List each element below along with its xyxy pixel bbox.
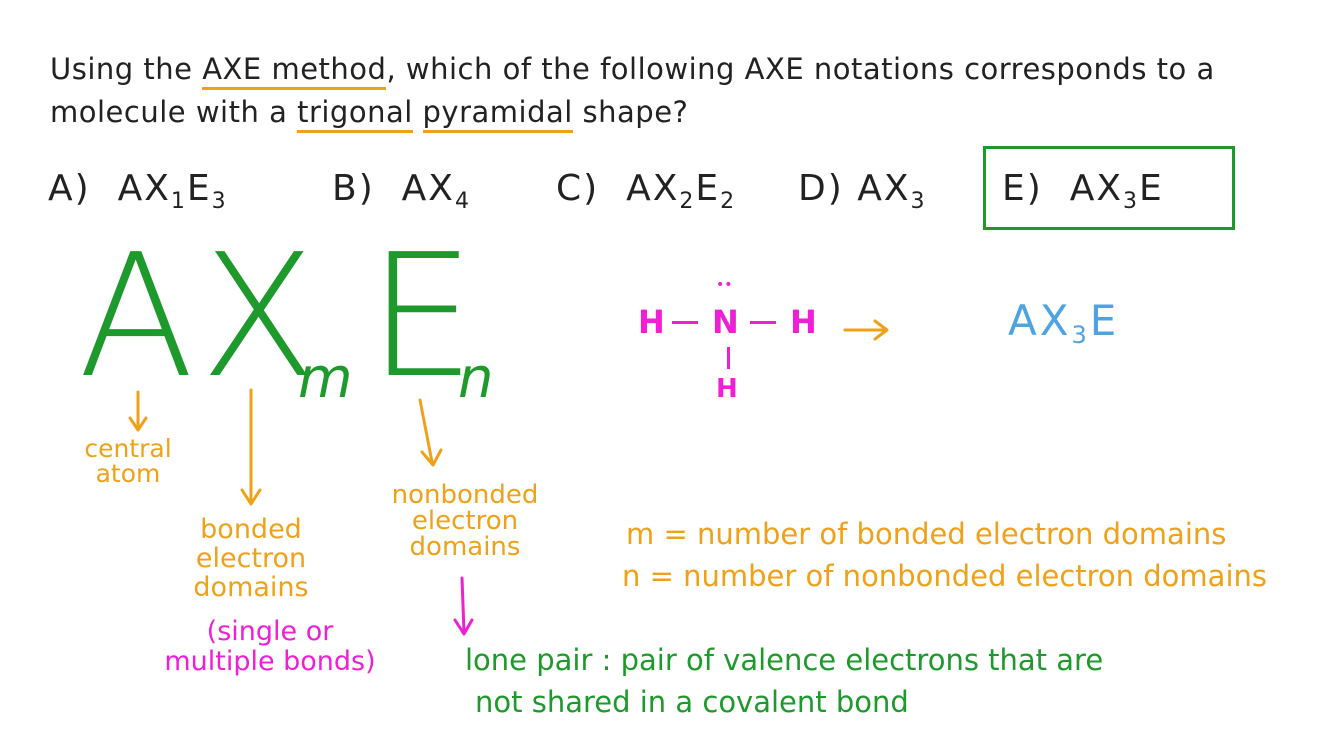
question-text: molecule with a	[50, 95, 298, 129]
lone-pair-definition-2: not shared in a covalent bond	[475, 685, 909, 719]
selected-answer-box	[983, 146, 1235, 230]
label-line: domains	[193, 572, 309, 603]
question-text: shape?	[572, 95, 689, 129]
notation-m: m	[298, 346, 353, 411]
option-letter: B)	[332, 168, 375, 209]
option-subscript: 2	[679, 189, 696, 214]
result-formula: E	[1089, 296, 1120, 345]
central-atom-label: central atom	[68, 436, 188, 486]
notation-x: X	[200, 218, 317, 416]
option-formula: E	[1138, 168, 1164, 209]
option-c[interactable]: C) AX2E2	[556, 168, 736, 214]
notation-n: n	[458, 346, 494, 411]
lone-pair-definition-1: lone pair : pair of valence electrons th…	[465, 643, 1104, 677]
question-line-2: molecule with a trigonal pyramidal shape…	[50, 95, 689, 133]
h-right: H	[790, 303, 817, 341]
result-formula: AX	[1008, 296, 1072, 345]
option-letter: E)	[1002, 168, 1043, 209]
option-formula: AX	[626, 168, 680, 209]
option-letter: D)	[798, 168, 844, 209]
m-definition: m = number of bonded electron domains	[626, 517, 1227, 551]
notation-a: A	[78, 218, 195, 416]
arrow-bonded	[240, 388, 262, 506]
axe-method-term: AXE method	[202, 52, 387, 90]
label-line: electron	[411, 506, 519, 536]
nonbonded-domains-label: nonbonded electron domains	[380, 482, 550, 560]
h-left: H	[638, 303, 665, 341]
question-line-1: Using the AXE method, which of the follo…	[50, 52, 1215, 90]
label-line: nonbonded	[391, 480, 539, 510]
option-e[interactable]: E) AX3E	[1002, 168, 1164, 214]
arrow-nonbonded	[418, 398, 443, 467]
bond-type-note: (single or multiple bonds)	[145, 617, 395, 677]
option-formula: AX	[1069, 168, 1123, 209]
h-bottom: H	[716, 374, 738, 404]
option-subscript: 3	[211, 189, 228, 214]
option-letter: C)	[556, 168, 600, 209]
option-letter: A)	[48, 168, 91, 209]
bonded-domains-label: bonded electron domains	[176, 515, 326, 602]
result-notation: AX3E	[1008, 296, 1119, 349]
question-text: , which of the following AXE notations c…	[386, 52, 1215, 86]
option-subscript: 3	[1122, 189, 1139, 214]
label-line: domains	[409, 532, 521, 562]
label-line: electron	[195, 543, 307, 574]
bond-left	[672, 321, 698, 324]
label-line: central	[84, 434, 172, 463]
option-formula: AX	[117, 168, 171, 209]
option-formula: AX	[401, 168, 455, 209]
trigonal-term: trigonal	[297, 95, 413, 133]
option-subscript: 3	[910, 189, 927, 214]
option-subscript: 1	[170, 189, 187, 214]
lone-pair-dots: ••	[716, 277, 733, 293]
arrow-central	[128, 390, 148, 432]
notation-e: E	[368, 218, 476, 416]
result-subscript: 3	[1071, 321, 1090, 349]
bond-bottom	[727, 347, 730, 369]
question-text: Using the	[50, 52, 203, 86]
label-line: bonded	[200, 514, 302, 545]
label-line: (single or	[206, 616, 334, 647]
option-formula: E	[186, 168, 212, 209]
option-subscript: 4	[454, 189, 471, 214]
label-line: atom	[95, 459, 161, 488]
arrow-lone-pair	[453, 576, 474, 636]
bond-right	[750, 321, 776, 324]
pyramidal-term: pyramidal	[422, 95, 573, 133]
option-formula: E	[695, 168, 721, 209]
option-d[interactable]: D) AX3	[798, 168, 927, 214]
option-formula: AX	[857, 168, 911, 209]
n-definition: n = number of nonbonded electron domains	[622, 559, 1267, 593]
option-a[interactable]: A) AX1E3	[48, 168, 228, 214]
label-line: multiple bonds)	[164, 646, 376, 677]
option-b[interactable]: B) AX4	[332, 168, 471, 214]
option-subscript: 2	[720, 189, 737, 214]
n-atom: N	[712, 303, 739, 341]
arrow-structure	[843, 319, 889, 341]
